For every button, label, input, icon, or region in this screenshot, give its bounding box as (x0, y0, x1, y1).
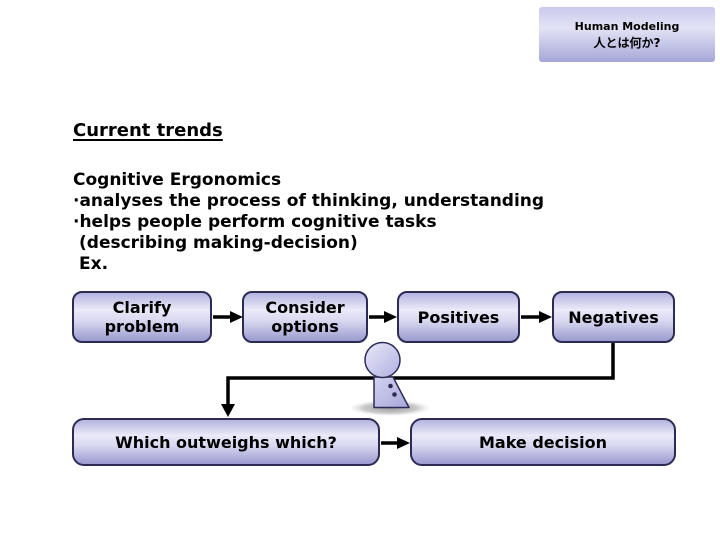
person-button-dot (388, 383, 393, 389)
header-title: Human Modeling (574, 19, 680, 33)
connector-negatives-to-which (221, 343, 615, 417)
header-subtitle-japanese: 人とは何か? (593, 35, 661, 50)
person-head (364, 341, 401, 379)
flow-box-which-outweighs: Which outweighs which? (72, 418, 380, 466)
body-line: ·helps people perform cognitive tasks (73, 212, 437, 232)
flow-box-negatives: Negatives (552, 291, 675, 343)
arrow-clarify-to-consider (213, 311, 243, 323)
body-line: ·analyses the process of thinking, under… (73, 191, 545, 211)
flow-box-positives: Positives (397, 291, 520, 343)
person-shadow (349, 400, 431, 416)
person-figure-icon (349, 341, 431, 416)
arrow-which-to-make (381, 437, 410, 449)
slide-header-box: Human Modeling 人とは何か? (539, 7, 715, 62)
body-heading: Cognitive Ergonomics (73, 170, 282, 190)
person-button-dot (392, 392, 397, 397)
flow-box-clarify-problem: Clarify problem (72, 291, 212, 343)
arrow-consider-to-positives (369, 311, 397, 323)
arrow-positives-to-negatives (521, 311, 552, 323)
page-title: Current trends (73, 120, 223, 141)
body-text-block: Cognitive Ergonomics ·analyses the proce… (73, 170, 544, 275)
body-line: Ex. (79, 254, 109, 274)
person-body (373, 376, 410, 409)
body-line: (describing making-decision) (79, 233, 358, 253)
flow-box-consider-options: Consider options (242, 291, 368, 343)
flow-box-make-decision: Make decision (410, 418, 676, 466)
